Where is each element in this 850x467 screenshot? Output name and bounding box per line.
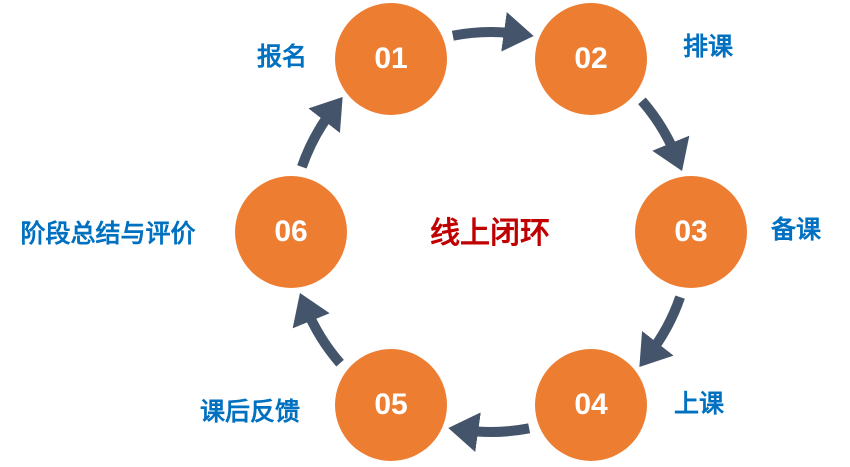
arrow-step-4-to-5 xyxy=(448,412,531,452)
arrow-step-5-to-6 xyxy=(292,293,344,367)
step-03-label: 备课 xyxy=(770,215,822,244)
step-03-circle: 03 xyxy=(635,176,747,288)
step-01-circle: 01 xyxy=(335,2,447,115)
arrow-step-6-to-1 xyxy=(297,97,343,169)
step-05-circle: 05 xyxy=(335,349,447,462)
step-04-circle: 04 xyxy=(535,349,647,462)
step-06-circle: 06 xyxy=(235,176,347,288)
step-02-label: 排课 xyxy=(682,32,734,61)
step-04-label: 上课 xyxy=(673,389,725,418)
step-05-label: 课后反馈 xyxy=(199,397,301,426)
arrow-step-1-to-2 xyxy=(451,12,534,52)
step-01-label: 报名 xyxy=(256,42,308,71)
arrow-step-3-to-4 xyxy=(639,295,685,367)
cycle-title: 线上闭环 xyxy=(430,216,550,251)
step-06-label: 阶段总结与评价 xyxy=(20,219,196,248)
step-02-circle: 02 xyxy=(535,2,647,115)
arrow-step-2-to-3 xyxy=(638,97,690,171)
